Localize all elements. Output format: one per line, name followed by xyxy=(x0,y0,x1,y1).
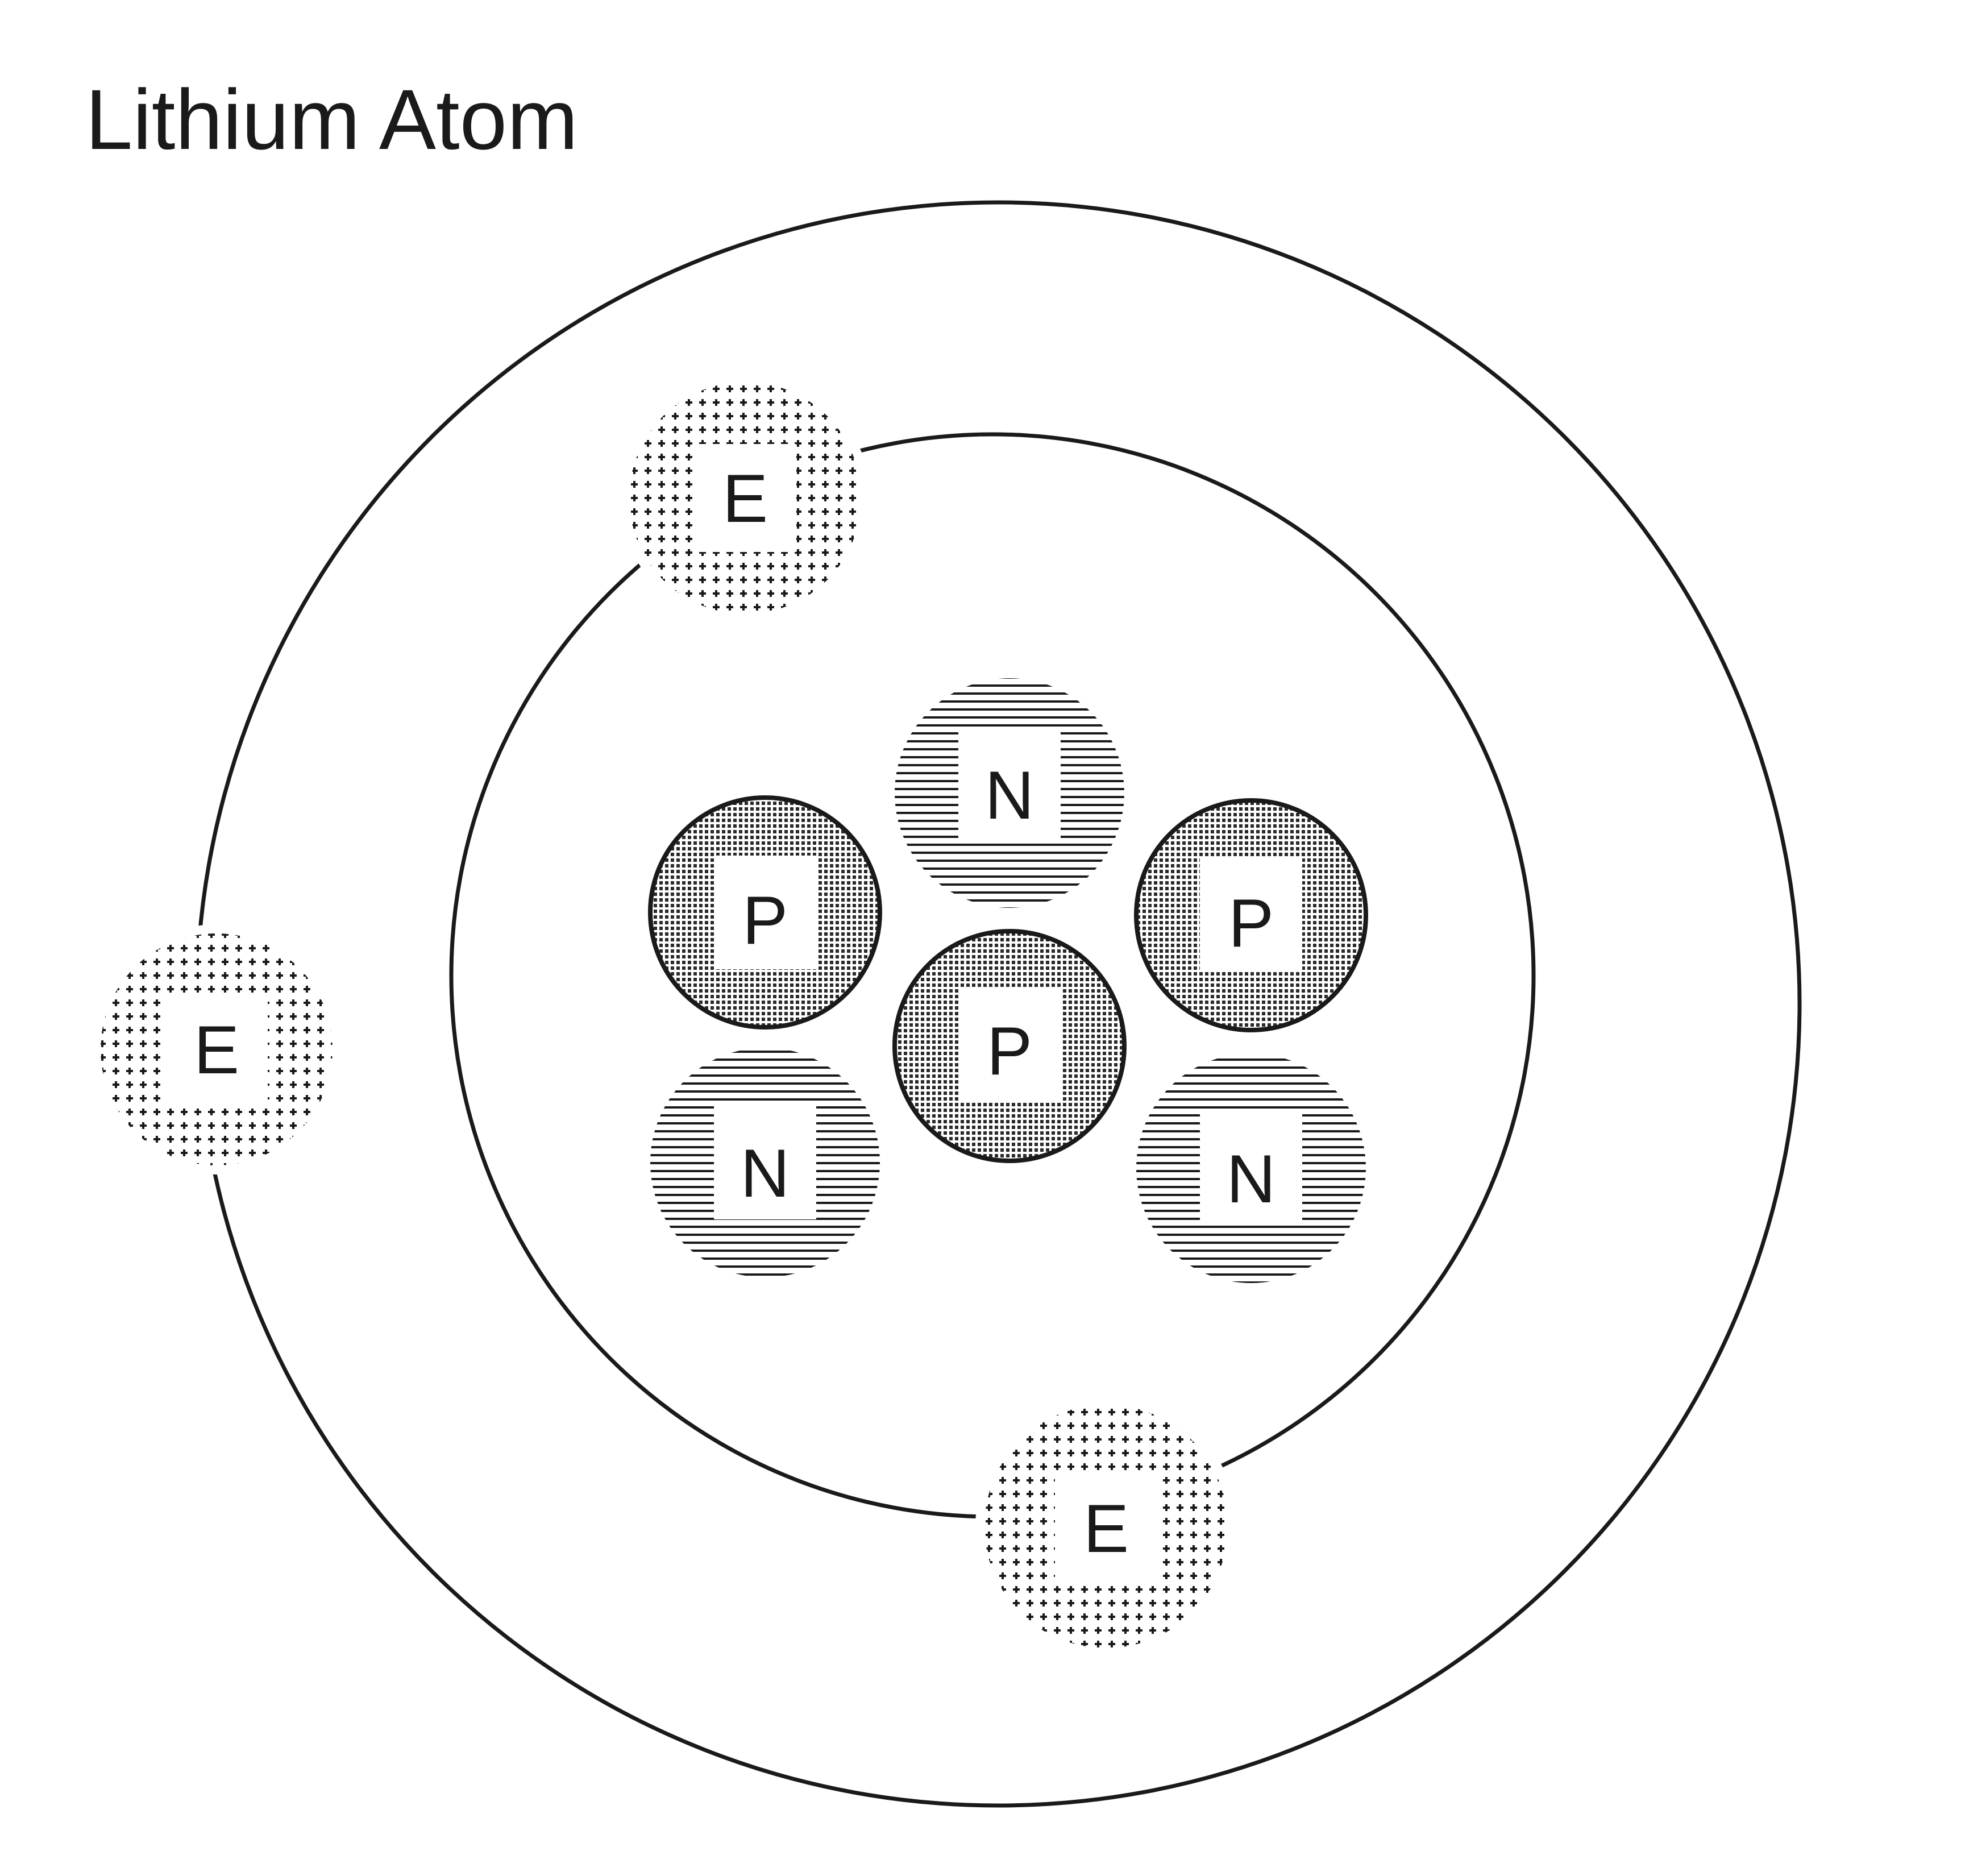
neutron-label: N xyxy=(985,757,1034,833)
proton: P xyxy=(648,795,882,1030)
electron: E xyxy=(620,373,870,623)
neutron-label: N xyxy=(741,1135,790,1211)
proton-label: P xyxy=(1228,885,1274,961)
page-title: Lithium Atom xyxy=(85,72,579,167)
neutron-label: N xyxy=(1227,1141,1276,1217)
electron: E xyxy=(92,924,342,1174)
neutron: N xyxy=(650,1048,880,1277)
proton: P xyxy=(1134,798,1368,1032)
proton-label: P xyxy=(987,1013,1032,1089)
electron-label: E xyxy=(722,460,768,537)
electron: E xyxy=(975,1396,1237,1657)
proton-label: P xyxy=(742,882,788,958)
neutron: N xyxy=(895,678,1124,908)
neutron: N xyxy=(1136,1053,1366,1283)
electron-label: E xyxy=(194,1012,239,1088)
proton: P xyxy=(892,929,1127,1163)
electron-label: E xyxy=(1083,1491,1129,1567)
